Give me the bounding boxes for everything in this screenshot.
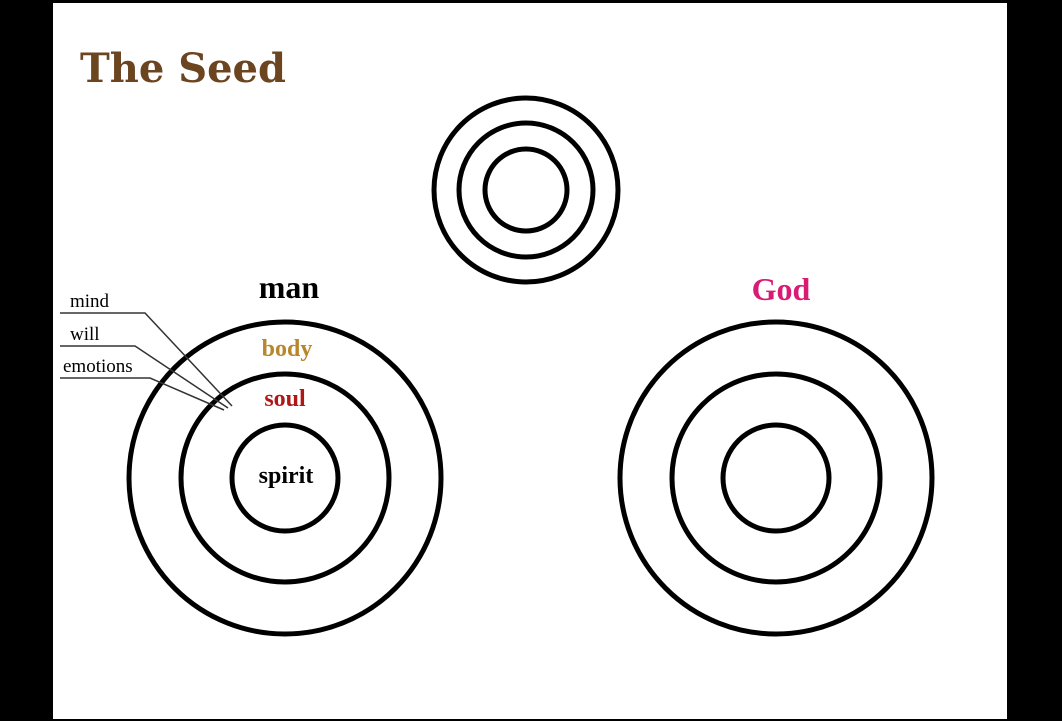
god-circles — [617, 319, 935, 637]
man-soul-ring — [178, 371, 392, 585]
seed-middle-ring — [456, 120, 596, 260]
body-label: body — [262, 336, 313, 362]
soul-part-callouts — [60, 312, 233, 411]
soul-part-mind-label: mind — [70, 291, 110, 312]
man-body-ring — [126, 319, 444, 637]
callout-line-will — [60, 345, 229, 409]
god-label: God — [752, 271, 811, 307]
soul-part-will-label: will — [70, 324, 100, 345]
man-label: man — [259, 269, 320, 305]
man-circles — [126, 319, 444, 637]
callout-line-emotions — [60, 377, 225, 411]
soul-part-emotions-label: emotions — [63, 356, 133, 377]
spirit-label: spirit — [259, 463, 314, 489]
man-spirit-ring — [229, 422, 341, 534]
slide-title: The Seed — [80, 45, 286, 92]
god-inner-ring — [720, 422, 832, 534]
god-outer-ring — [617, 319, 935, 637]
callout-line-mind — [60, 312, 233, 407]
god-middle-ring — [669, 371, 883, 585]
seed-outer-ring — [431, 95, 621, 285]
seed-circles — [431, 95, 621, 285]
seed-inner-ring — [482, 146, 570, 234]
soul-label: soul — [264, 386, 306, 412]
